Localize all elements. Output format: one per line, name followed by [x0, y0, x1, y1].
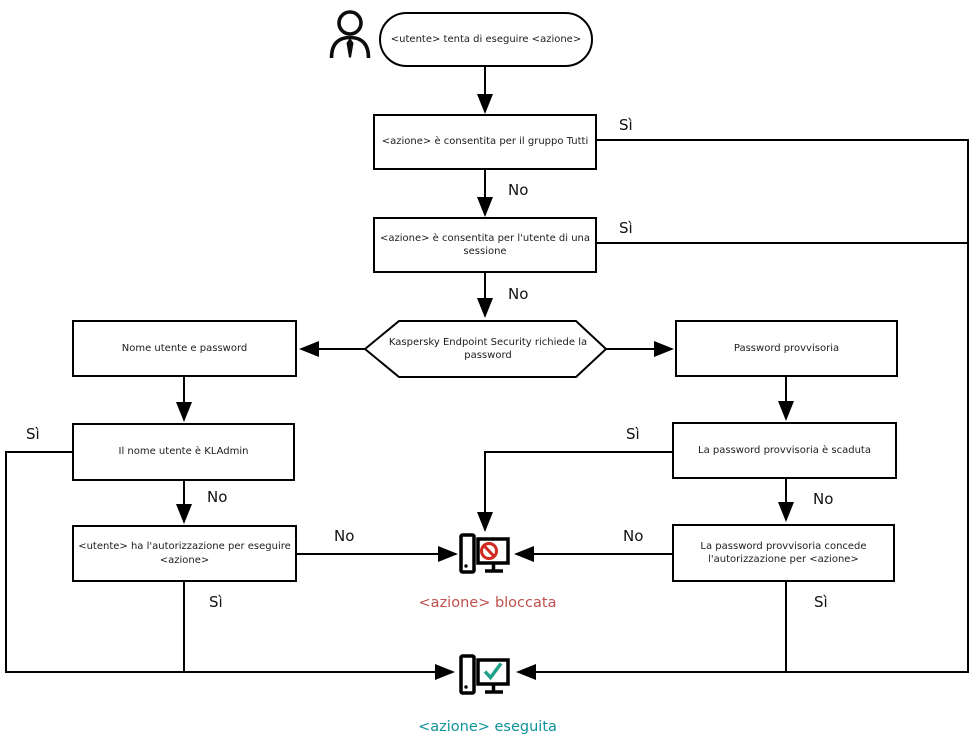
node-user-authorized: <utente> ha l'autorizzazione per eseguir…	[72, 525, 297, 582]
edge-label-yes-temp-grants: Sì	[814, 593, 828, 611]
edge-label-no-user-authorized: No	[334, 527, 355, 545]
edge-label-no-allowed-group: No	[508, 181, 529, 199]
edge-label-yes-allowed-group: Sì	[619, 116, 633, 134]
computer-executed-icon	[459, 654, 510, 695]
node-temp-grants: La password provvisoria concede l'autori…	[672, 524, 895, 582]
edge-label-yes-temp-expired: Sì	[626, 425, 640, 443]
deny-sign-icon	[480, 542, 498, 560]
user-icon	[329, 10, 371, 59]
edge-label-no-temp-expired: No	[813, 490, 834, 508]
computer-blocked-icon	[459, 533, 510, 574]
node-is-kladmin: Il nome utente è KLAdmin	[72, 423, 295, 481]
flow-connectors	[5, 67, 969, 680]
edge-label-no-temp-grants: No	[623, 527, 644, 545]
node-start: <utente> tenta di eseguire <azione>	[379, 12, 593, 67]
check-icon	[483, 662, 503, 681]
edge-label-no-is-kladmin: No	[207, 488, 228, 506]
executed-result-label: <azione> eseguita	[418, 719, 557, 735]
edge-label-yes-is-kladmin: Sì	[26, 425, 40, 443]
node-allowed-group: <azione> è consentita per il gruppo Tutt…	[373, 114, 597, 170]
blocked-result-label: <azione> bloccata	[418, 595, 557, 611]
node-temp-expired: La password provvisoria è scaduta	[672, 422, 897, 479]
decision-hexagon-shape	[363, 320, 608, 378]
edge-label-yes-user-authorized: Sì	[209, 593, 223, 611]
node-temp-password: Password provvisoria	[675, 320, 898, 377]
edge-label-no-allowed-session: No	[508, 285, 529, 303]
edge-label-yes-allowed-session: Sì	[619, 219, 633, 237]
node-allowed-session: <azione> è consentita per l'utente di un…	[373, 217, 597, 273]
node-username-password: Nome utente e password	[72, 320, 297, 377]
node-kes-prompt: Kaspersky Endpoint Security richiede la …	[388, 336, 588, 362]
